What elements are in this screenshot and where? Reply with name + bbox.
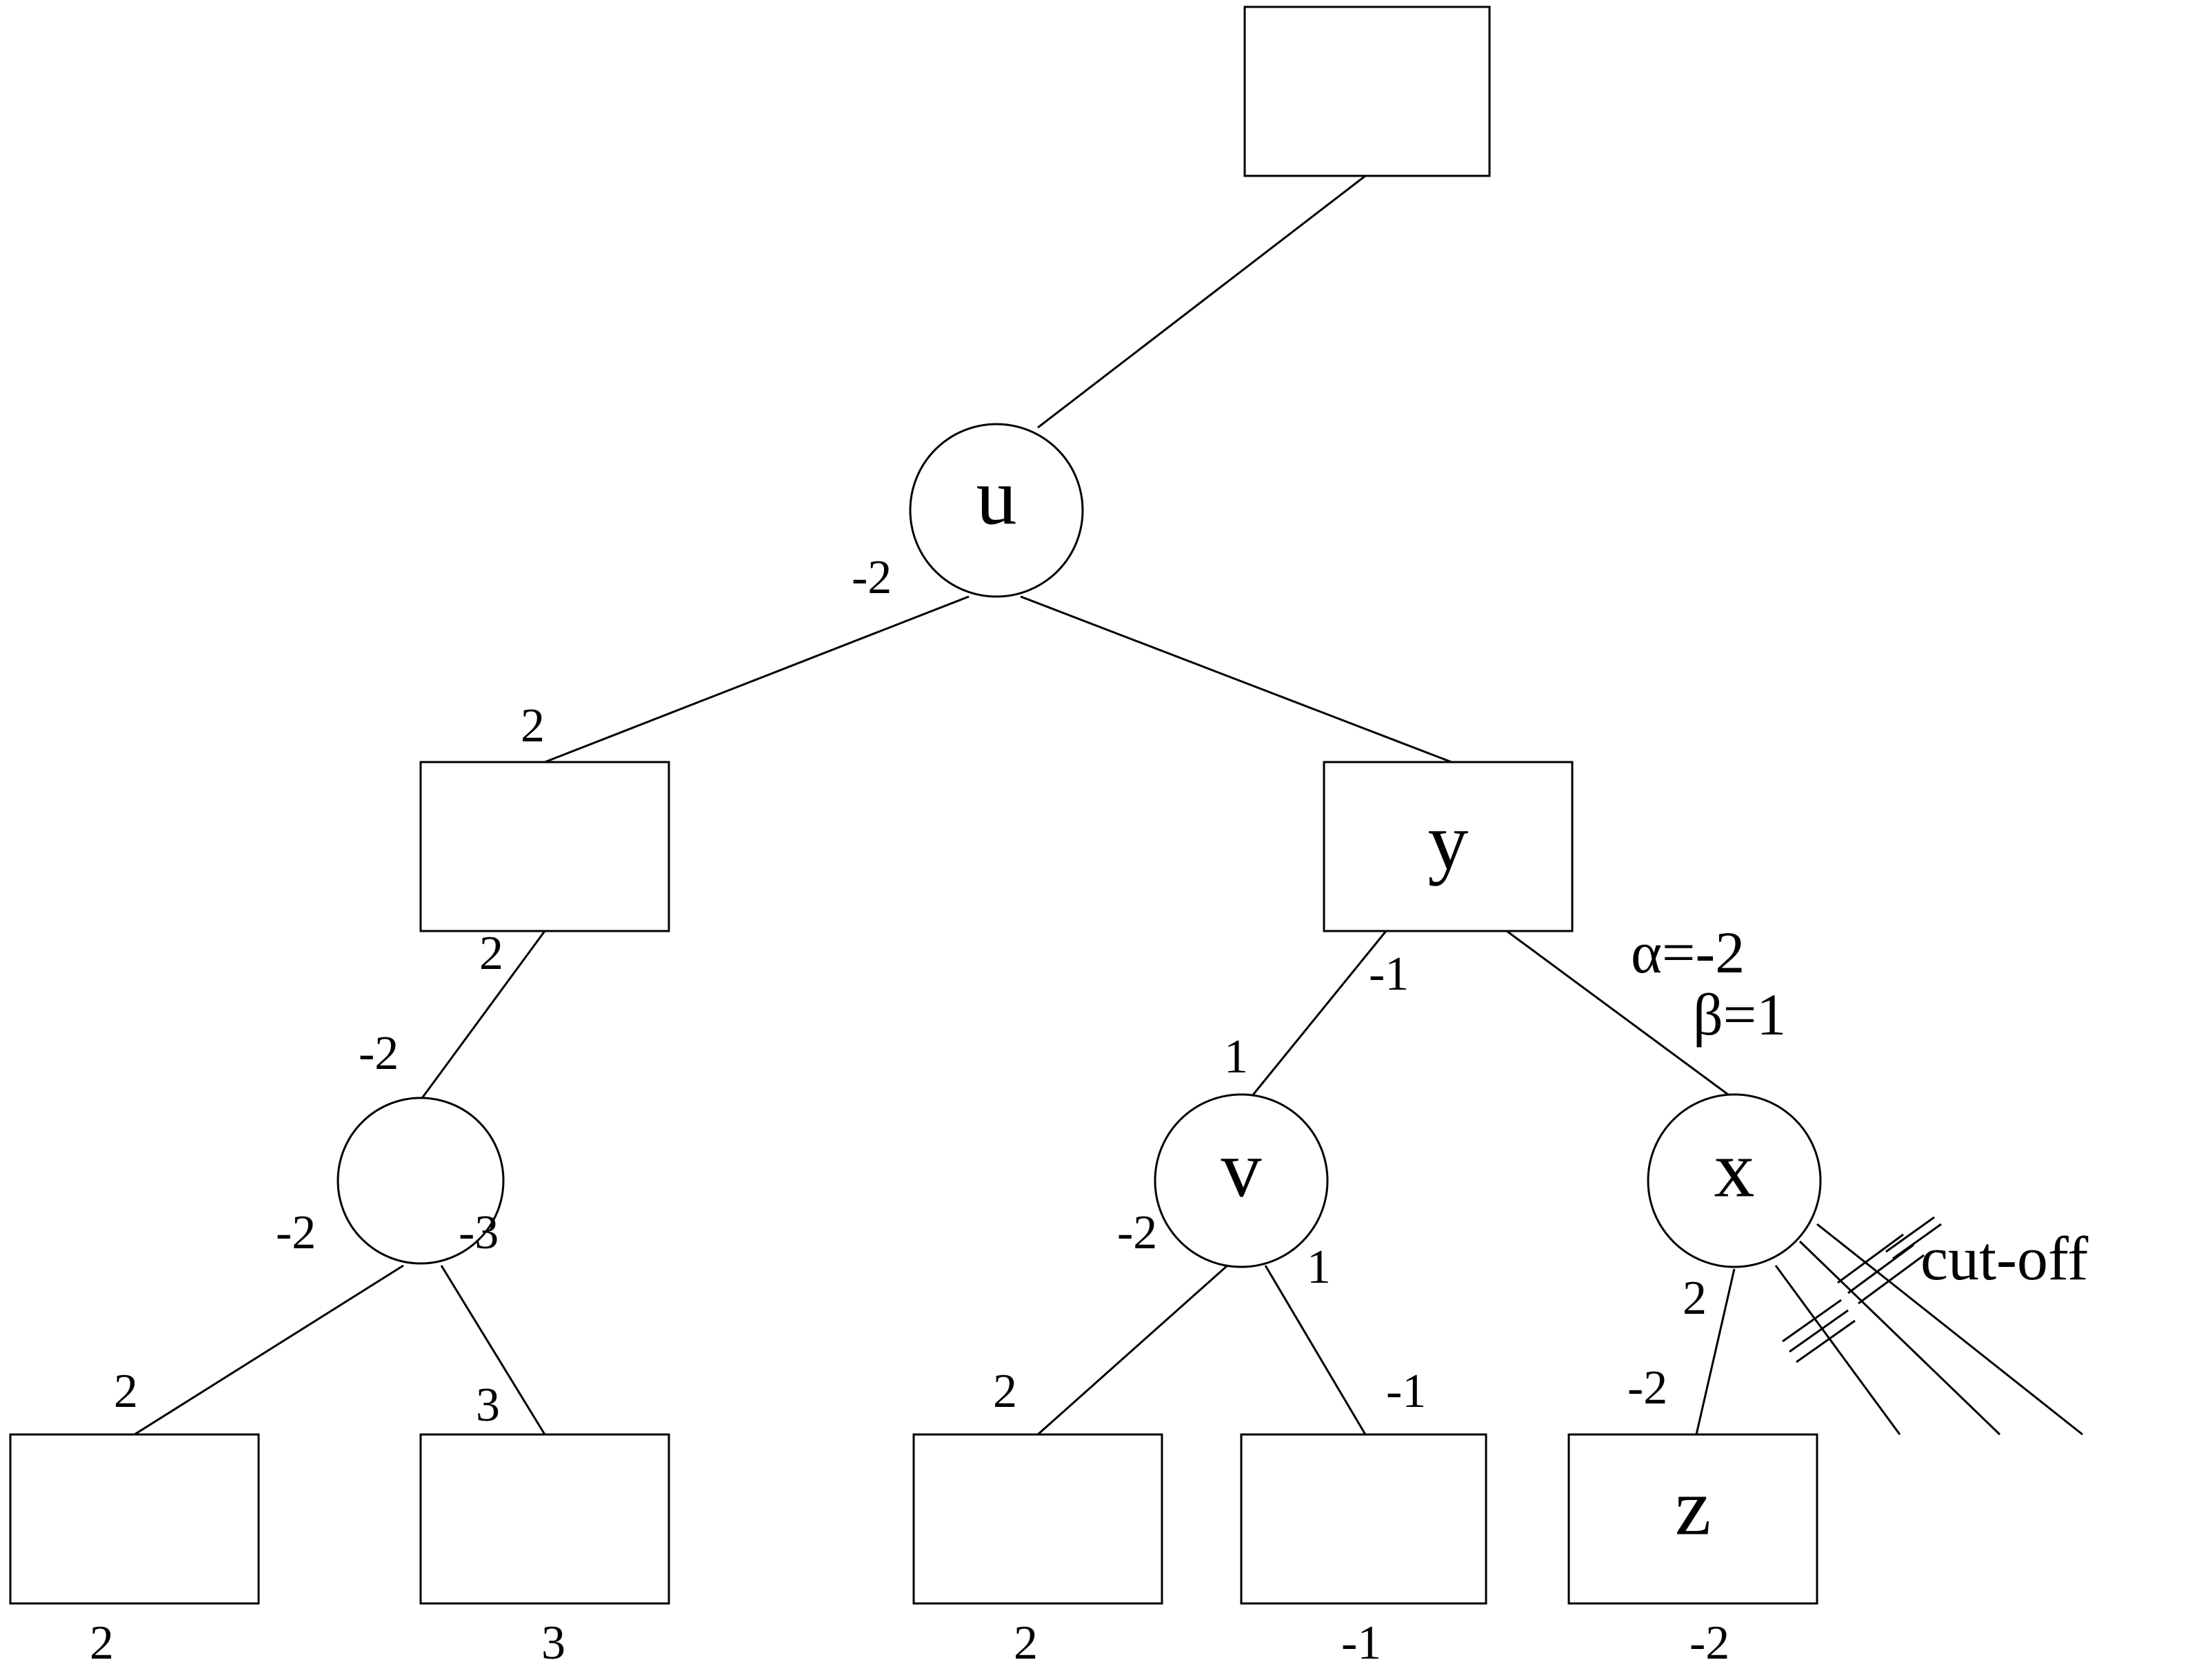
leaf-value-4: -1: [1341, 1617, 1381, 1670]
label-leaf3-top: 2: [993, 1365, 1017, 1418]
node-x: x: [1647, 1093, 1822, 1268]
node-v-label: v: [1221, 1124, 1262, 1214]
edge-root-u: [1037, 174, 1366, 429]
beta-annotation: β=1: [1693, 981, 1786, 1048]
left-circle-node: [337, 1097, 505, 1265]
edge-x-cut-1: [1774, 1265, 1901, 1435]
label-left-circle-left: -2: [276, 1206, 316, 1259]
node-u-label: u: [976, 452, 1017, 542]
edge-y-x: [1506, 930, 1732, 1098]
label-x-bottom: 2: [1683, 1272, 1707, 1325]
edge-left-circle-leaf1: [134, 1264, 404, 1436]
edge-y-v: [1250, 930, 1387, 1097]
edge-u-y: [1020, 595, 1452, 763]
left-box-node: [419, 761, 670, 932]
node-v: v: [1154, 1093, 1329, 1268]
leaf-node-4: [1240, 1433, 1487, 1605]
edge-x-z: [1695, 1268, 1736, 1435]
edge-x-cut-3: [1816, 1223, 2083, 1436]
label-left-circle-top: -2: [359, 1027, 399, 1080]
leaf-node-2: [419, 1433, 670, 1605]
leaf-value-1: 2: [90, 1617, 114, 1670]
root-node: [1243, 6, 1491, 177]
leaf-value-3: 2: [1014, 1617, 1038, 1670]
node-y: y: [1323, 761, 1574, 932]
cut-off-label: cut-off: [1920, 1225, 2088, 1293]
label-left-box-bottom: 2: [479, 927, 503, 980]
leaf-value-5: -2: [1689, 1617, 1729, 1670]
label-y-left: -1: [1369, 948, 1409, 1001]
leaf-node-1: [9, 1433, 260, 1605]
label-leaf1-top: 2: [114, 1365, 138, 1418]
node-z-label: z: [1675, 1462, 1711, 1552]
node-u: u: [909, 423, 1084, 598]
tree-edges: [134, 174, 2083, 1436]
node-z: z: [1567, 1433, 1818, 1605]
label-v-left: -2: [1117, 1206, 1157, 1259]
cut-off-marks: [1782, 1216, 1942, 1363]
leaf-node-3: [912, 1433, 1163, 1605]
edge-left-circle-leaf2: [440, 1265, 546, 1435]
edge-u-left-box: [544, 595, 970, 763]
leaf-value-2: 3: [541, 1617, 565, 1670]
edge-x-cut-2: [1798, 1240, 2001, 1436]
edge-v-leaf4: [1264, 1265, 1367, 1435]
leaf-values: 2 3 2 -1 -2: [90, 1617, 1729, 1670]
edge-left-box-left-circle: [419, 930, 546, 1101]
label-z-top: -2: [1627, 1361, 1667, 1414]
label-left-box-top: 2: [521, 699, 545, 752]
node-x-label: x: [1714, 1124, 1755, 1214]
label-leaf4-top: -1: [1386, 1365, 1426, 1418]
label-v-top: 1: [1224, 1030, 1248, 1083]
node-y-label: y: [1428, 797, 1469, 887]
label-left-circle-right: -3: [459, 1206, 499, 1259]
edge-v-leaf3: [1037, 1264, 1228, 1436]
label-v-right: 1: [1307, 1241, 1331, 1294]
alpha-annotation: α=-2: [1631, 919, 1745, 986]
edge-labels: -2 2 2 -2 -2 -3 2 3 -1 1 -2 1 2 -1 2 -2: [114, 551, 1707, 1432]
label-leaf2-top: 3: [476, 1379, 500, 1432]
label-u-left: -2: [852, 551, 892, 604]
